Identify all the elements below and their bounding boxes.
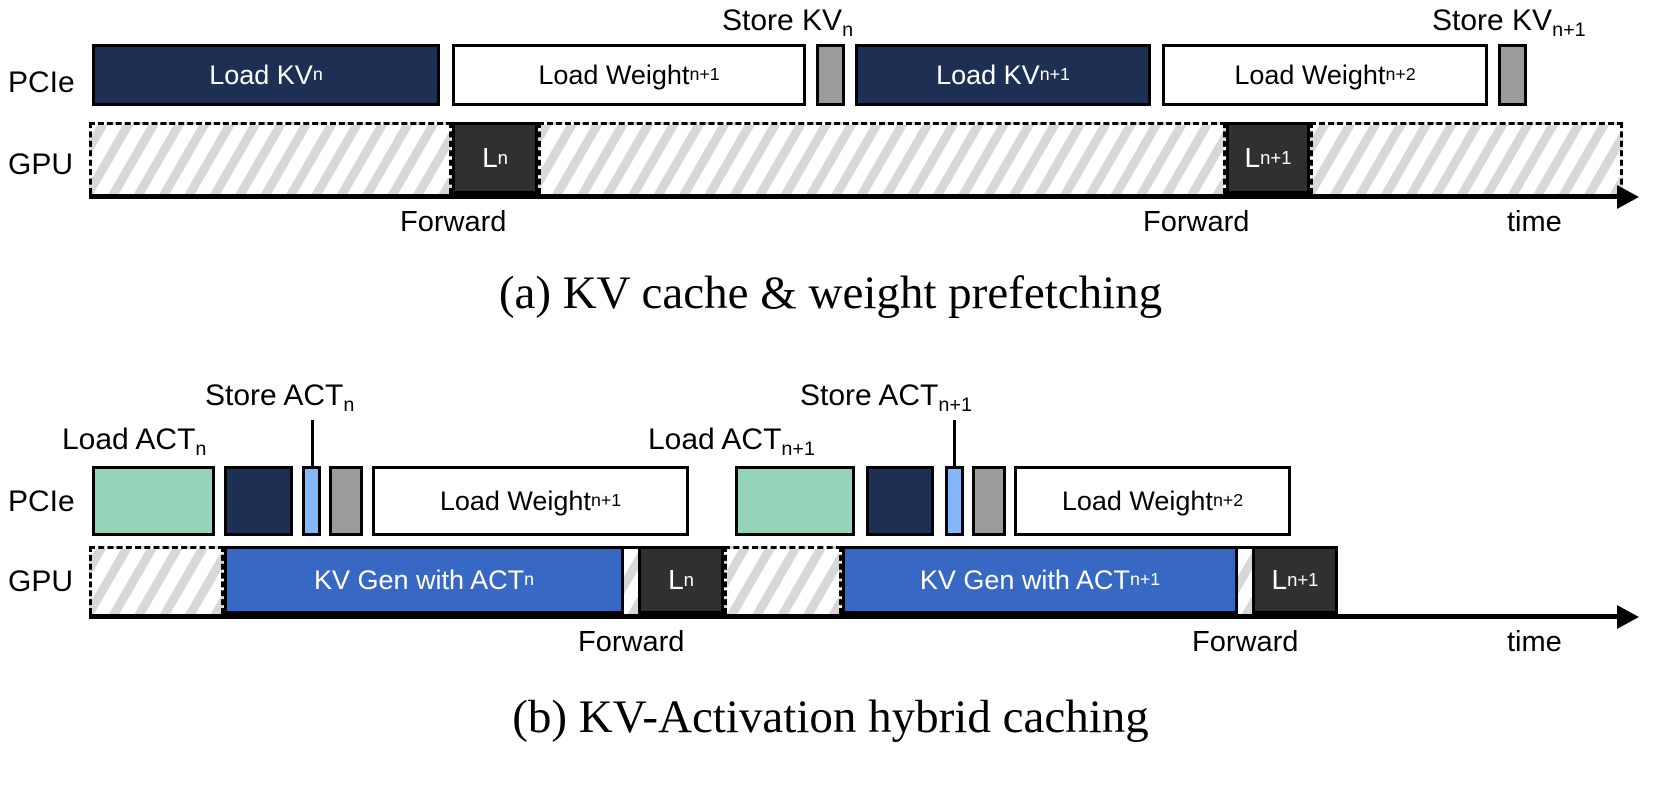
panel-b-pcie-block-store-act-n1[interactable] [945,466,964,536]
block-sub: n+1 [1129,569,1161,590]
block-sub: n+1 [1039,64,1070,85]
annotation-store-kv-n1-sub: n+1 [1552,18,1586,41]
annotation-load-act-n-sub: n [195,437,207,460]
block-label: L [668,564,684,595]
panel-a-pcie-block-store-kv-n1[interactable] [1498,44,1527,106]
annotation-load-act-n: Load ACTn [62,425,206,460]
panel-a-gpu-idle-3 [1310,122,1623,194]
annotation-leader-store-act-n [311,420,314,466]
panel-b-pcie-block-load-act-n[interactable] [92,466,215,536]
panel-b-pcie-block-load-act-n1[interactable] [735,466,855,536]
block-label: Load Weight [1061,485,1213,516]
annotation-store-act-n1-sub: n+1 [938,393,972,416]
panel-b-pcie-block-store-act-n[interactable] [302,466,321,536]
block-label: Load KV [209,59,313,90]
block-sub: n [524,569,534,590]
annotation-store-act-n: Store ACTn [205,381,354,416]
panel-b-lane-label-pcie: PCIe [8,485,75,518]
block-label: Load KV [936,59,1040,90]
block-sub: n [312,64,323,85]
annotation-load-act-n1: Load ACTn+1 [648,425,815,460]
annotation-store-act-n1: Store ACTn+1 [800,381,972,416]
panel-b-time-arrow-icon [1617,605,1639,629]
annotation-load-act-n1-sub: n+1 [781,437,815,460]
panel-b-gpu-idle-2 [624,546,638,614]
annotation-store-act-n1-text: Store ACT [800,379,939,412]
block-sub: n+1 [689,64,720,85]
annotation-store-kv-n: Store KVn [722,6,853,41]
annotation-load-act-n1-text: Load ACT [648,423,782,456]
block-label: L [1271,564,1288,595]
panel-a-gpu-idle-1 [89,122,452,194]
annotation-leader-store-act-n1 [953,420,956,466]
block-label: KV Gen with ACT [919,564,1130,595]
block-label: L [482,142,498,173]
panel-a-time-axis [89,194,1619,199]
block-label: Load Weight [439,485,591,516]
panel-a-gpu-idle-2 [538,122,1226,194]
panel-a-forward-label-1: Forward [400,206,507,238]
block-sub: n [683,568,694,590]
block-sub: n+1 [590,490,622,511]
panel-a-lane-label-gpu: GPU [8,148,74,181]
panel-a-pcie-block-store-kv-n[interactable] [816,44,845,106]
panel-b-gpu-idle-3 [724,546,842,614]
block-sub: n [497,146,508,168]
panel-b-caption: (b) KV-Activation hybrid caching [512,691,1149,743]
annotation-store-kv-n-text: Store KV [722,4,843,37]
annotation-store-act-n-sub: n [343,393,355,416]
panel-a-lane-label-pcie: PCIe [8,66,75,99]
panel-a-caption: (a) KV cache & weight prefetching [498,267,1163,319]
panel-b-forward-label-2: Forward [1192,626,1299,658]
annotation-store-kv-n1: Store KVn+1 [1432,6,1586,41]
panel-b-gpu-idle-1 [89,546,224,614]
block-label: KV Gen with ACT [313,564,525,595]
panel-b-pcie-block-load-kv-n[interactable] [224,466,293,536]
annotation-store-kv-n-sub: n [842,18,854,41]
panel-b-forward-label-1: Forward [578,626,685,658]
panel-a-time-arrow-icon [1617,185,1639,209]
panel-b-lane-label-gpu: GPU [8,565,74,598]
panel-b-pcie-block-store-kv-n[interactable] [329,466,363,536]
panel-b-pcie-block-load-kv-n1[interactable] [866,466,934,536]
annotation-store-kv-n1-text: Store KV [1432,4,1553,37]
panel-a-forward-label-2: Forward [1143,206,1250,238]
panel-b-pcie-block-store-kv-n1[interactable] [972,466,1006,536]
block-sub: n+2 [1212,490,1244,511]
block-label: L [1244,142,1261,173]
block-label: Load Weight [1234,59,1386,90]
annotation-load-act-n-text: Load ACT [62,423,196,456]
annotation-store-act-n-text: Store ACT [205,379,344,412]
block-sub: n+1 [1287,568,1319,590]
panel-b-axis-label-time: time [1507,626,1562,658]
panel-b-gpu-idle-4 [1238,546,1252,614]
block-label: Load Weight [538,59,690,90]
panel-a-axis-label-time: time [1507,206,1562,238]
block-sub: n+1 [1260,146,1292,168]
block-sub: n+2 [1385,64,1416,85]
panel-b-time-axis [89,614,1619,619]
